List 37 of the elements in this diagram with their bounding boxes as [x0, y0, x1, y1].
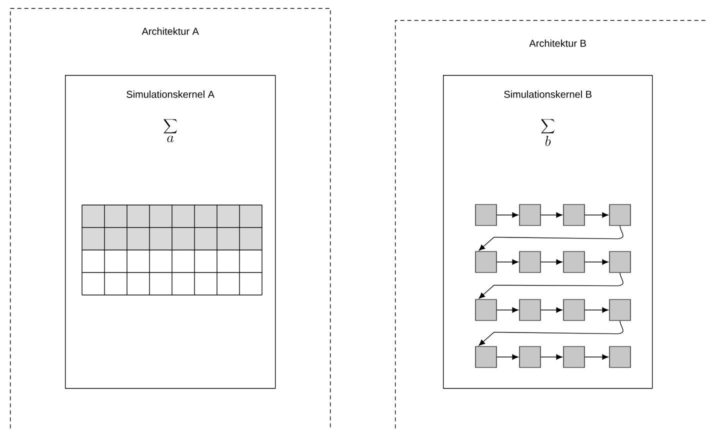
sum-formula: $\sum_{a}$ [164, 119, 178, 142]
arrow [584, 259, 608, 265]
arrow [584, 354, 608, 360]
memory-cell [475, 251, 497, 273]
arrow [496, 212, 518, 218]
arrow [496, 354, 518, 360]
frame-title: Architektur B [529, 40, 586, 47]
arrow [584, 307, 608, 313]
memory-cell [475, 204, 497, 226]
frame-title: Architektur A [142, 28, 199, 35]
memory-cell [609, 204, 631, 226]
arrow [478, 320, 624, 346]
arrow [496, 259, 518, 265]
memory-cell [563, 346, 585, 368]
memory-cell [609, 346, 631, 368]
kernel-title: Simulationskernel A [126, 90, 214, 98]
memory-cell [563, 251, 585, 273]
memory-cell [609, 251, 631, 273]
memory-cell [519, 204, 541, 226]
arrow [540, 212, 562, 218]
memory-cell [475, 299, 497, 321]
memory-cell [563, 204, 585, 226]
memory-cell [563, 299, 585, 321]
sum-formula: $\sum_{b}$ [541, 119, 554, 146]
arrow [540, 259, 562, 265]
memory-cell [519, 251, 541, 273]
arrow [496, 307, 518, 313]
memory-cell [475, 346, 497, 368]
arrow [540, 354, 562, 360]
memory-cell [519, 346, 541, 368]
kernel-title: Simulationskernel B [504, 90, 592, 98]
arrow [584, 212, 608, 218]
memory-cell [519, 299, 541, 321]
arrow [478, 225, 624, 251]
arrow [540, 307, 562, 313]
memory-cell [609, 299, 631, 321]
arrow [478, 272, 624, 299]
